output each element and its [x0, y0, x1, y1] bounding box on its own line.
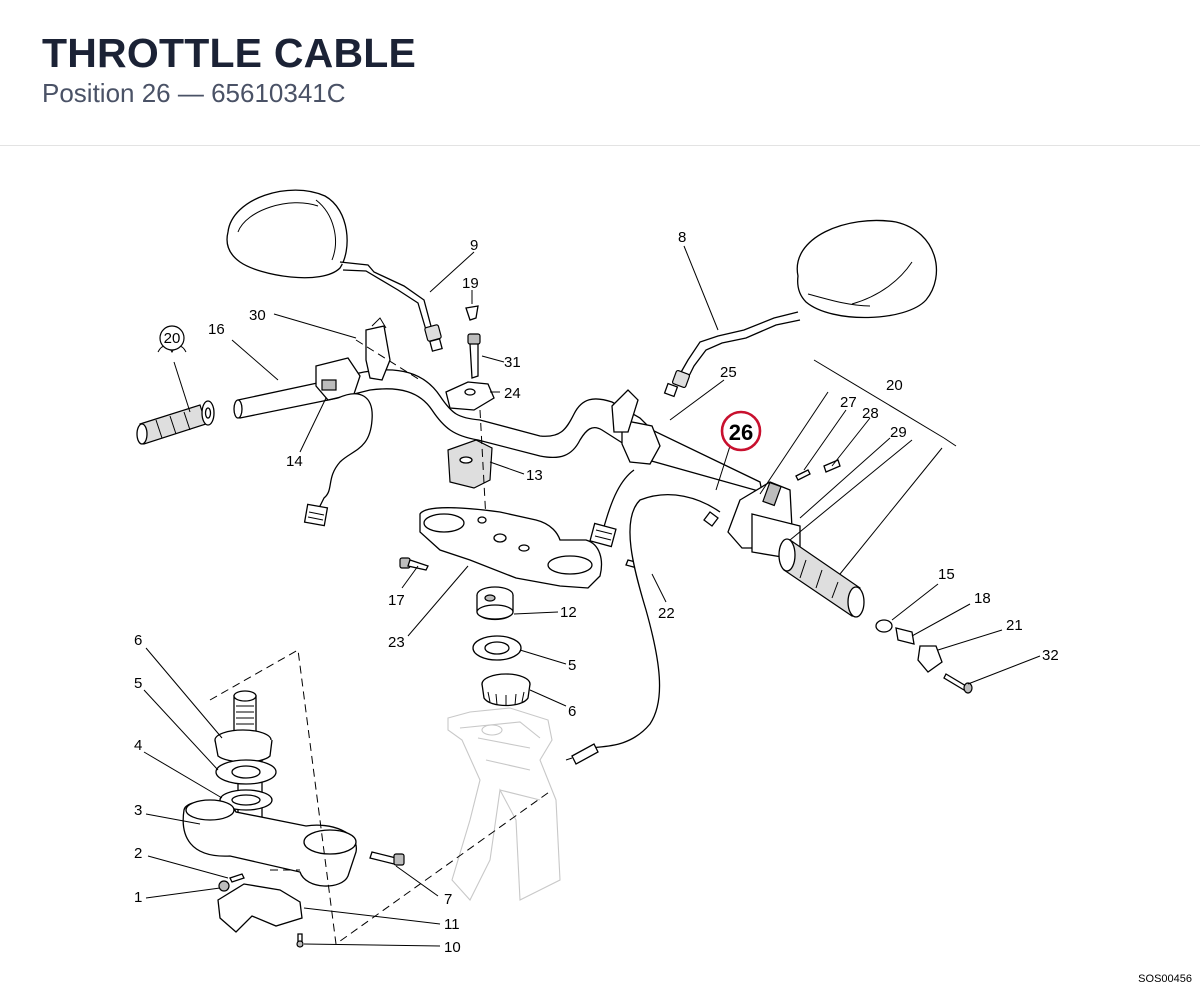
callout-19: 19 — [462, 275, 479, 292]
page-title: THROTTLE CABLE — [42, 30, 417, 76]
seal-4[interactable] — [219, 789, 273, 811]
callout-5-lower: 5 — [134, 675, 142, 692]
left-grip[interactable] — [136, 400, 215, 445]
plate-11[interactable] — [217, 883, 303, 933]
callout-31: 31 — [504, 354, 521, 371]
right-mirror[interactable] — [663, 219, 938, 398]
callout-24: 24 — [504, 385, 521, 402]
bar-end-18[interactable] — [895, 627, 915, 645]
throttle-grip-housing[interactable] — [727, 481, 801, 561]
page-subtitle: Position 26 — 65610341C — [42, 78, 346, 108]
callout-20-right: 20 — [886, 377, 903, 394]
bar-end-15[interactable] — [875, 619, 893, 633]
callout-labels: 9 8 19 30 16 31 24 25 20 27 28 29 14 13 … — [134, 229, 1059, 956]
leader-lines — [143, 245, 1041, 947]
callout-14: 14 — [286, 453, 303, 470]
callout-27: 27 — [840, 394, 857, 411]
callout-23: 23 — [388, 634, 405, 651]
callout-29: 29 — [890, 424, 907, 441]
exploded-parts-diagram: 9 8 19 30 16 31 24 25 20 27 28 29 14 13 … — [0, 146, 1200, 991]
screw-32[interactable] — [943, 673, 973, 694]
callout-17: 17 — [388, 592, 405, 609]
right-switch[interactable] — [589, 389, 661, 548]
callout-32: 32 — [1042, 647, 1059, 664]
bearing-6-lower[interactable] — [214, 729, 273, 763]
callout-25: 25 — [720, 364, 737, 381]
callout-6-lower: 6 — [134, 632, 142, 649]
highlight-label: 26 — [729, 420, 753, 445]
callout-1: 1 — [134, 889, 142, 906]
callout-7: 7 — [444, 891, 452, 908]
bolt-7[interactable] — [369, 851, 405, 866]
callout-30: 30 — [249, 307, 266, 324]
nut-12[interactable] — [476, 586, 514, 621]
left-switch[interactable] — [303, 357, 373, 527]
callout-15: 15 — [938, 566, 955, 583]
callout-5-top: 5 — [568, 657, 576, 674]
callout-9: 9 — [470, 237, 478, 254]
page-header: THROTTLE CABLE Position 26 — 65610341C — [0, 0, 1200, 146]
callout-20-circled[interactable]: 20 — [159, 325, 185, 351]
callout-12: 12 — [560, 604, 577, 621]
callout-21: 21 — [1006, 617, 1023, 634]
left-mirror[interactable] — [226, 189, 443, 352]
highlight-position-26[interactable]: 26 — [720, 410, 762, 452]
callout-2: 2 — [134, 845, 142, 862]
callout-28: 28 — [862, 405, 879, 422]
bolt-17[interactable] — [399, 557, 429, 571]
throttle-grip[interactable] — [778, 538, 865, 618]
screw-27[interactable] — [795, 469, 811, 481]
callout-22: 22 — [658, 605, 675, 622]
bolt-2[interactable] — [229, 873, 245, 883]
callout-3: 3 — [134, 802, 142, 819]
drawing-code: SOS00456 — [1138, 973, 1192, 985]
callout-4: 4 — [134, 737, 142, 754]
washer-5-lower[interactable] — [215, 759, 277, 785]
riser-13[interactable] — [447, 409, 493, 521]
callout-11: 11 — [444, 916, 460, 933]
top-yoke[interactable] — [419, 507, 603, 589]
callout-6-top: 6 — [568, 703, 576, 720]
callout-16: 16 — [208, 321, 225, 338]
callout-13: 13 — [526, 467, 543, 484]
cap-19[interactable] — [465, 305, 479, 321]
bar-end-21[interactable] — [917, 645, 943, 673]
left-control-clamp[interactable] — [355, 317, 421, 381]
callout-10: 10 — [444, 939, 461, 956]
bar-clamp-top[interactable] — [445, 381, 495, 411]
callout-20-left: 20 — [164, 330, 181, 347]
callout-8: 8 — [678, 229, 686, 246]
bolt-31[interactable] — [467, 333, 481, 379]
frame-ghost — [447, 707, 561, 901]
throttle-cable-26[interactable] — [565, 494, 721, 765]
callout-18: 18 — [974, 590, 991, 607]
bearing-6-top[interactable] — [481, 673, 531, 707]
bottom-yoke-3[interactable] — [182, 799, 357, 887]
washer-5-top[interactable] — [472, 635, 522, 661]
screw-1[interactable] — [218, 880, 230, 892]
handlebar[interactable] — [233, 369, 763, 493]
screw-10[interactable] — [296, 933, 304, 948]
